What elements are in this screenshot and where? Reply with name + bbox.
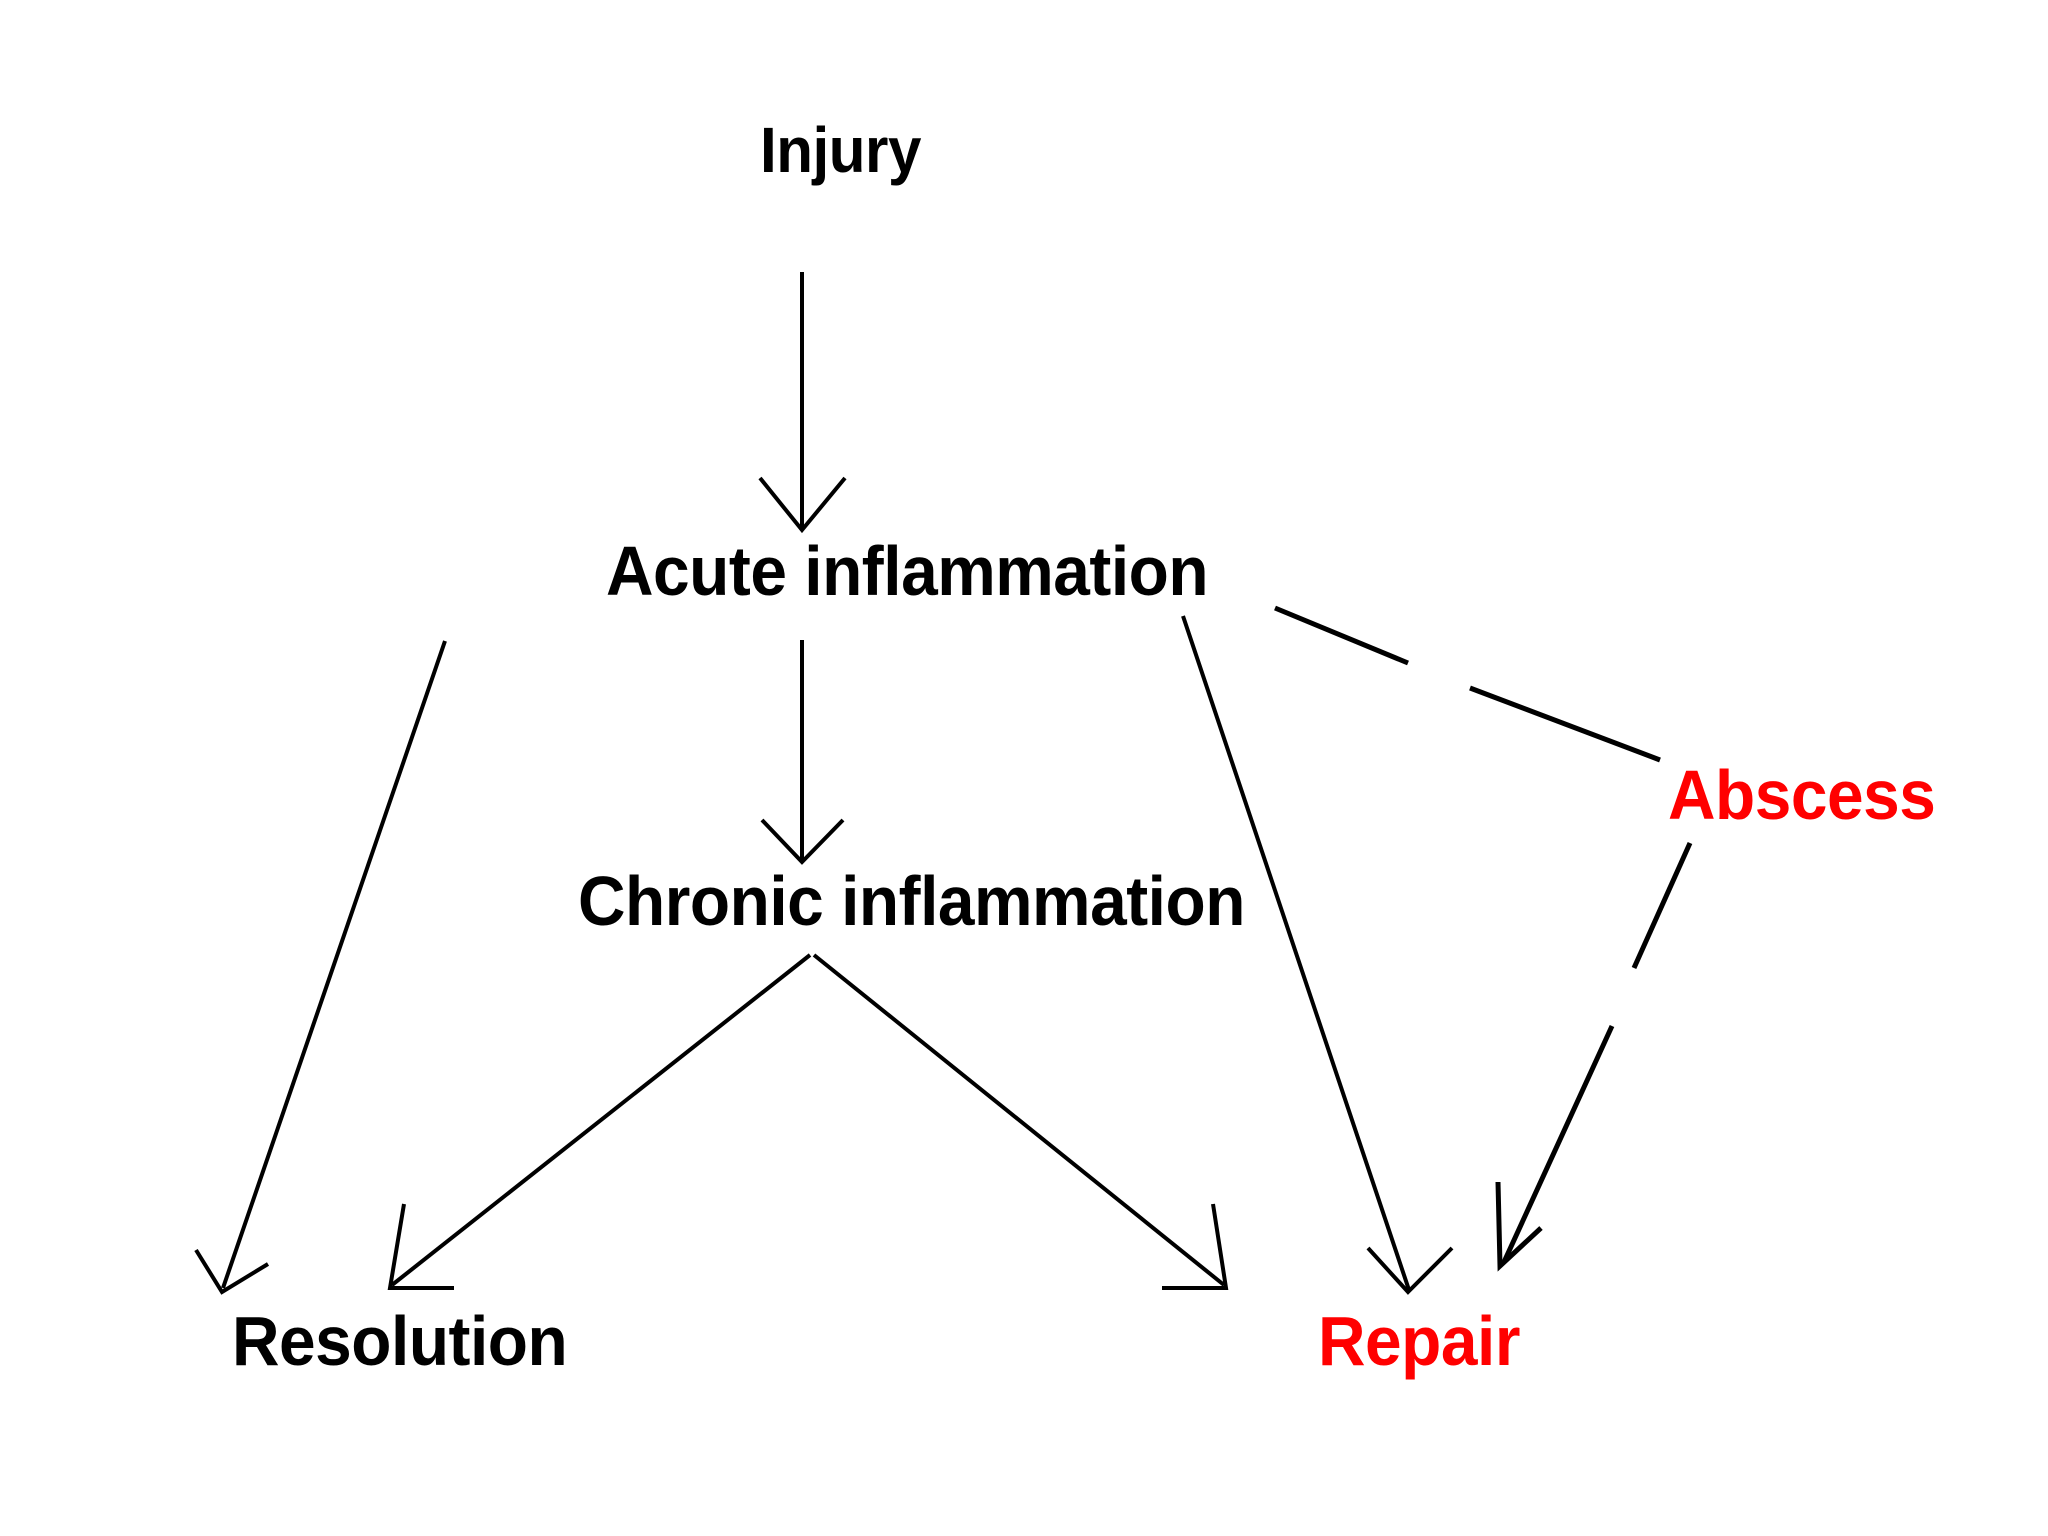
node-abscess[interactable]: Abscess	[1668, 756, 1936, 834]
node-injury[interactable]: Injury	[760, 114, 921, 186]
node-acute-inflammation[interactable]: Acute inflammation	[606, 532, 1209, 610]
node-resolution[interactable]: Resolution	[232, 1302, 568, 1380]
edge-acute-to-abscess	[1274, 605, 1661, 763]
edge-acute-to-resolution	[194, 640, 447, 1295]
node-chronic-inflammation[interactable]: Chronic inflammation	[578, 862, 1245, 940]
edge-chronic-to-repair	[812, 953, 1229, 1290]
edge-injury-to-acute	[758, 272, 847, 534]
edge-chronic-to-resolution	[387, 953, 812, 1290]
edge-acute-to-repair	[1181, 615, 1454, 1295]
node-repair[interactable]: Repair	[1318, 1302, 1520, 1380]
edge-acute-to-chronic	[760, 640, 845, 865]
edge-abscess-to-repair	[1495, 841, 1693, 1272]
